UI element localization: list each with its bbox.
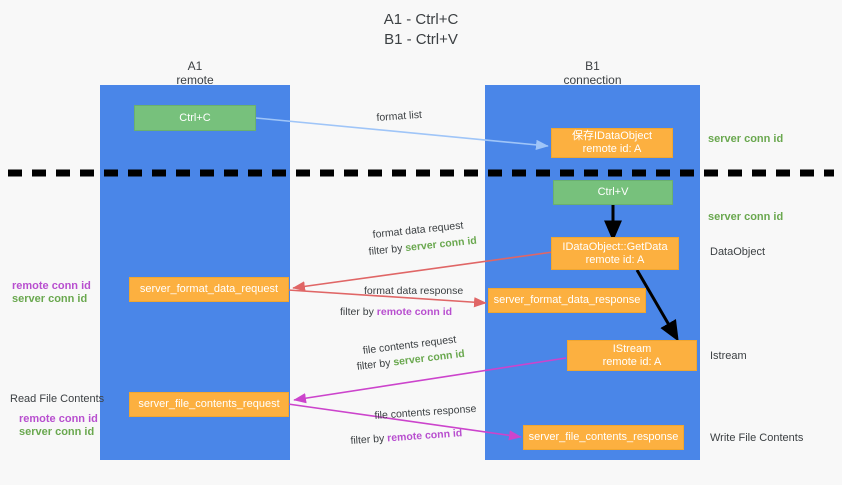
- box-server-format-data-request[interactable]: server_format_data_request: [129, 277, 289, 302]
- column-header-b1-name: B1: [585, 59, 600, 73]
- left-label-server-conn-id-bottom: server conn id: [19, 426, 95, 438]
- right-label-istream: Istream: [710, 350, 747, 362]
- title-line-1: A1 - Ctrl+C: [383, 11, 459, 28]
- annotation-format-data-response-filter-key: remote conn id: [376, 306, 453, 318]
- box-istream-line1: IStream: [612, 342, 652, 355]
- box-server-format-data-request-label: server_format_data_request: [139, 283, 279, 295]
- box-idataobject-getdata-line1: IDataObject::GetData: [562, 240, 668, 253]
- annotation-format-data-response-filter-prefix: filter by: [340, 306, 377, 318]
- box-ctrl-v-label: Ctrl+V: [597, 186, 629, 198]
- left-label-remote-conn-id-mid: remote conn id: [12, 280, 91, 292]
- right-label-dataobject: DataObject: [710, 246, 766, 258]
- box-server-file-contents-response[interactable]: server_file_contents_response: [523, 425, 684, 450]
- annotation-format-data-response-filter: filter by remote conn id: [340, 305, 452, 319]
- box-save-idataobject-line1: 保存IDataObject: [571, 130, 653, 142]
- box-server-file-contents-request[interactable]: server_file_contents_request: [129, 392, 289, 417]
- annotation-format-list: format list: [376, 108, 423, 124]
- annotation-format-data-response: format data response: [364, 285, 464, 297]
- box-save-idataobject-line2: remote id: A: [582, 143, 642, 155]
- left-label-remote-conn-id-bottom: remote conn id: [19, 413, 98, 425]
- column-header-b1-sub: connection: [563, 73, 622, 87]
- left-label-read-file-contents: Read File Contents: [10, 393, 105, 405]
- box-ctrl-v[interactable]: Ctrl+V: [553, 180, 673, 205]
- box-server-file-contents-request-label: server_file_contents_request: [138, 398, 280, 410]
- annotation-format-data-request-filter-key: server conn id: [404, 234, 478, 255]
- box-server-format-data-response[interactable]: server_format_data_response: [488, 288, 646, 313]
- column-header-a1-sub: remote: [176, 73, 214, 87]
- box-ctrl-c[interactable]: Ctrl+C: [134, 105, 256, 131]
- annotation-format-data-request-filter-prefix: filter by: [368, 242, 406, 258]
- column-header-a1: A1 remote: [100, 59, 290, 87]
- right-label-write-file-contents: Write File Contents: [710, 432, 804, 444]
- annotation-file-contents-request-filter-prefix: filter by: [356, 356, 395, 373]
- box-server-file-contents-response-label: server_file_contents_response: [528, 431, 679, 443]
- box-ctrl-c-label: Ctrl+C: [179, 111, 211, 124]
- title-line-2: B1 - Ctrl+V: [384, 31, 458, 48]
- box-idataobject-getdata[interactable]: IDataObject::GetData remote id: A: [551, 237, 679, 270]
- box-istream[interactable]: IStream remote id: A: [567, 340, 697, 371]
- column-header-a1-name: A1: [187, 59, 203, 73]
- box-istream-line2: remote id: A: [602, 355, 662, 368]
- annotation-file-contents-response-filter: filter by remote conn id: [350, 426, 463, 448]
- annotation-file-contents-response: file contents response: [374, 402, 477, 422]
- box-save-idataobject[interactable]: 保存IDataObject remote id: A: [551, 128, 673, 158]
- box-server-format-data-response-label: server_format_data_response: [493, 294, 641, 306]
- annotation-file-contents-response-filter-key: remote conn id: [386, 427, 463, 445]
- right-label-server-conn-id-top: server conn id: [708, 133, 784, 145]
- right-label-server-conn-id-mid: server conn id: [708, 211, 784, 223]
- annotation-file-contents-response-filter-prefix: filter by: [350, 432, 388, 447]
- column-header-b1: B1 connection: [485, 59, 700, 87]
- box-idataobject-getdata-line2: remote id: A: [585, 253, 645, 266]
- left-label-server-conn-id-mid: server conn id: [12, 293, 88, 305]
- page-title: A1 - Ctrl+C B1 - Ctrl+V: [0, 10, 842, 50]
